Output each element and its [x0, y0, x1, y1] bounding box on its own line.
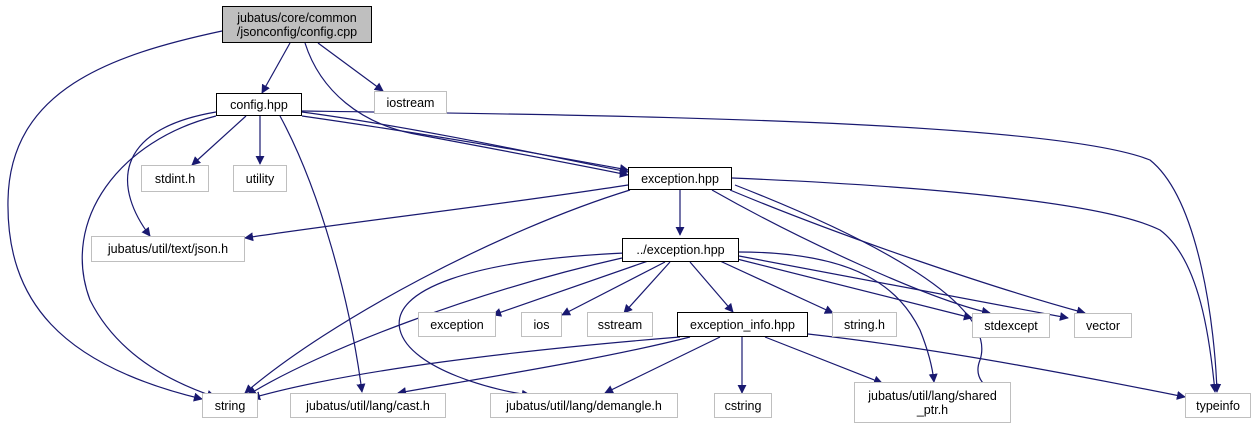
node-stdint-h: stdint.h — [141, 165, 209, 192]
node-stdexcept: stdexcept — [972, 313, 1050, 338]
edge-exception-to-json-h — [244, 184, 629, 242]
edge-parent-to-stdexcept — [736, 258, 973, 321]
edge-config-to-stdint — [191, 115, 247, 166]
edge-root-to-exception-hpp — [304, 42, 629, 178]
node-vector: vector — [1074, 313, 1132, 338]
edge-root-to-config-hpp — [261, 42, 291, 94]
edge-config-to-exception-hpp — [301, 115, 629, 173]
node-utility: utility — [233, 165, 287, 192]
edge-exception-to-string — [244, 189, 631, 394]
node-parent-exception-hpp[interactable]: ../exception.hpp — [622, 238, 739, 262]
edge-parent-to-vector — [738, 255, 1069, 321]
edge-parent-to-exception-info — [689, 261, 734, 313]
edge-parent-to-shared-ptr — [737, 251, 938, 383]
edge-info-to-typeinfo — [807, 333, 1186, 400]
edge-parent-to-ios — [561, 261, 666, 316]
node-ios: ios — [521, 312, 562, 337]
edge-root-to-string — [7, 30, 223, 402]
node-exception: exception — [418, 312, 496, 337]
edge-config-to-typeinfo — [301, 110, 1222, 393]
node-iostream: iostream — [374, 91, 447, 114]
edge-parent-to-exception — [492, 260, 649, 317]
node-string: string — [202, 393, 258, 418]
edge-parent-to-string — [247, 257, 623, 396]
edge-config-to-string — [81, 115, 217, 399]
edge-parent-to-sstream — [623, 261, 671, 314]
edge-info-to-string — [251, 336, 681, 401]
node-string-h: string.h — [832, 312, 897, 337]
node-demangle-h: jubatus/util/lang/demangle.h — [490, 393, 678, 418]
edge-info-to-demangle — [604, 336, 721, 394]
edge-info-to-shared-ptr — [764, 336, 883, 385]
edge-parent-to-demangle — [398, 252, 626, 399]
edge-exception-to-typeinfo — [731, 177, 1219, 393]
node-root-config-cpp: jubatus/core/common /jsonconfig/config.c… — [222, 6, 372, 43]
edge-info-to-cast-h — [397, 336, 691, 396]
node-shared-ptr-h: jubatus/util/lang/shared _ptr.h — [854, 382, 1011, 423]
edge-config-to-cast-h — [279, 115, 366, 393]
node-exception-info-hpp[interactable]: exception_info.hpp — [677, 312, 808, 337]
edge-config-to-json-h — [126, 111, 217, 237]
node-json-h: jubatus/util/text/json.h — [91, 236, 245, 262]
edge-parent-to-string-h — [719, 260, 834, 314]
edge-root-to-iostream — [317, 42, 384, 92]
node-config-hpp[interactable]: config.hpp — [216, 93, 302, 116]
node-cstring: cstring — [714, 393, 772, 418]
node-sstream: sstream — [587, 312, 653, 337]
edge-exception-to-stdexcept — [711, 189, 991, 316]
node-exception-hpp[interactable]: exception.hpp — [628, 167, 732, 190]
node-cast-h: jubatus/util/lang/cast.h — [290, 393, 446, 418]
node-typeinfo: typeinfo — [1185, 393, 1251, 418]
edge-config-to-exception-hpp-2 — [301, 111, 629, 175]
edge-exception-to-shared-ptr — [734, 184, 1007, 400]
edge-exception-to-vector — [729, 189, 1086, 316]
